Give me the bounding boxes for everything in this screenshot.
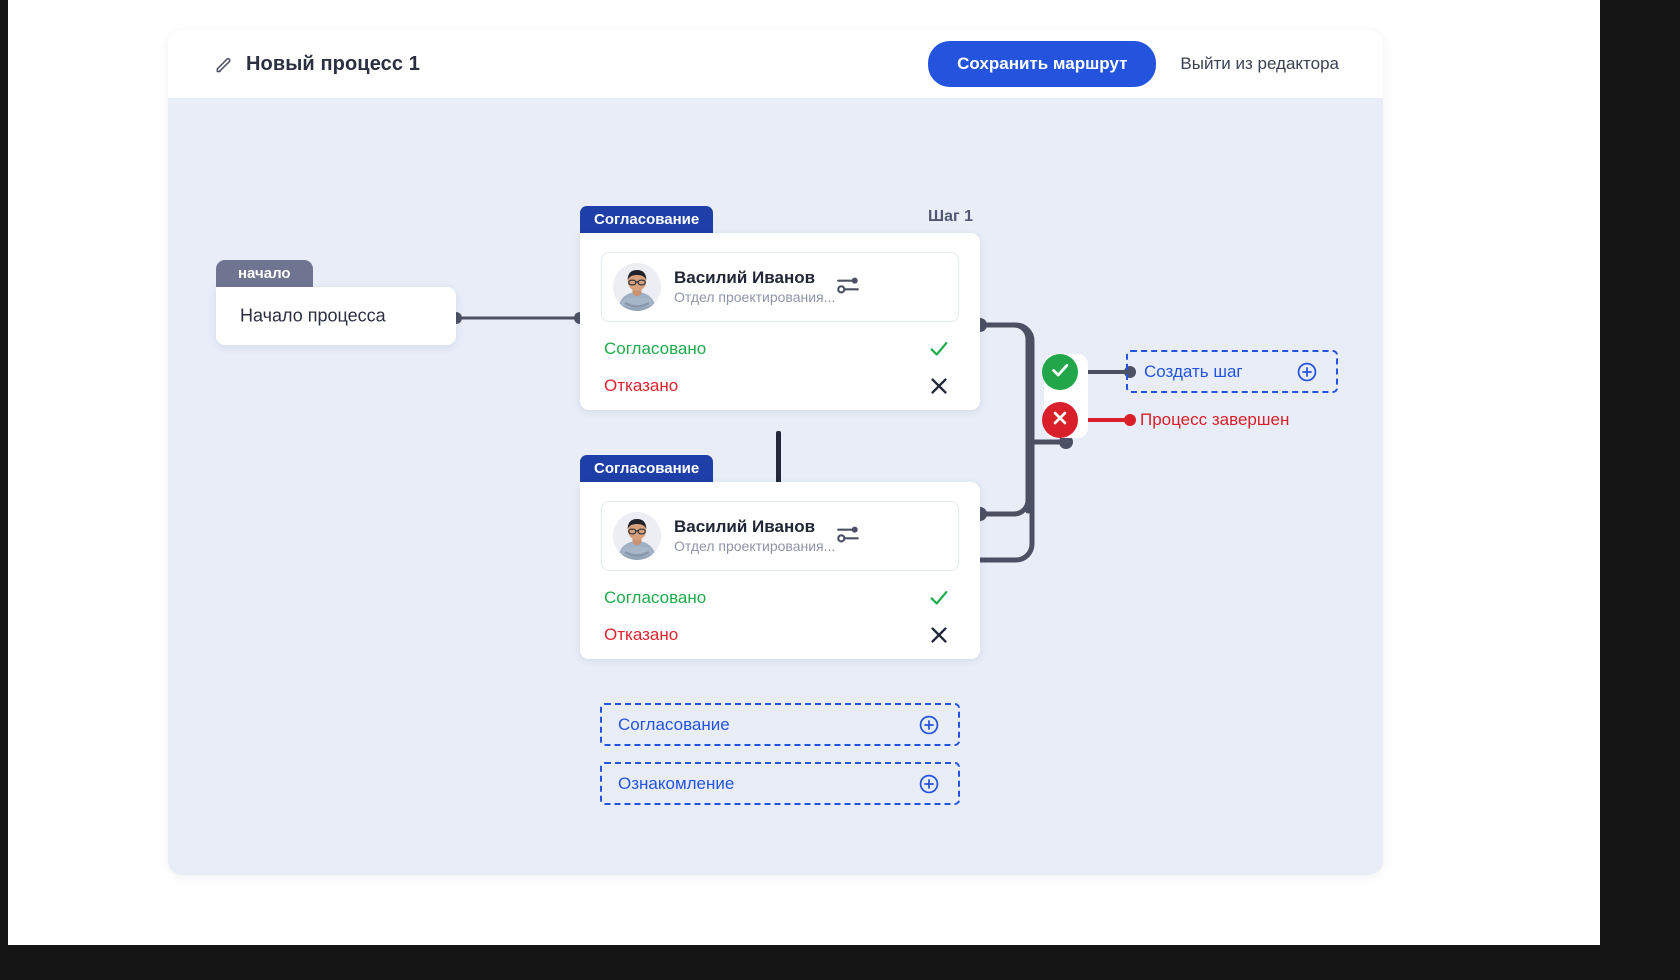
node-start-tab: начало xyxy=(216,260,313,287)
node-start-title: Начало процесса xyxy=(240,305,386,326)
branch-rejected-badge[interactable] xyxy=(1042,402,1078,438)
branch-bracket xyxy=(980,322,1035,563)
node-approval-1-card[interactable]: Василий Иванов Отдел проектирования... xyxy=(580,233,980,410)
process-editor-window: Новый процесс 1 Сохранить маршрут Выйти … xyxy=(168,30,1383,875)
outcome-approved[interactable]: Согласовано xyxy=(604,583,956,613)
page-frame-right xyxy=(1600,0,1680,980)
cross-icon xyxy=(928,375,950,397)
approver-info: Василий Иванов Отдел проектирования... xyxy=(674,516,835,556)
approver-department: Отдел проектирования... xyxy=(674,538,836,555)
sliders-icon[interactable] xyxy=(835,521,879,552)
cross-circle-icon xyxy=(1050,408,1070,433)
node-approval-2-card[interactable]: Василий Иванов Отдел проектирования... xyxy=(580,482,980,659)
outcome-rejected[interactable]: Отказано xyxy=(604,620,956,650)
plus-circle-icon[interactable] xyxy=(918,773,940,795)
page-frame-left xyxy=(0,0,8,980)
check-circle-icon xyxy=(1049,359,1071,386)
step-label: Шаг 1 xyxy=(928,208,973,225)
header-actions: Сохранить маршрут Выйти из редактора xyxy=(928,41,1341,87)
outcome-rejected-label: Отказано xyxy=(604,625,679,644)
pencil-icon[interactable] xyxy=(214,54,234,74)
outcome-rejected[interactable]: Отказано xyxy=(604,371,956,401)
page-title: Новый процесс 1 xyxy=(246,52,420,75)
node-start-card[interactable]: Начало процесса xyxy=(216,287,456,345)
outcome-rejected-label: Отказано xyxy=(604,376,679,395)
node-approval-2-tab: Согласование xyxy=(580,455,714,482)
editor-header: Новый процесс 1 Сохранить маршрут Выйти … xyxy=(168,30,1383,98)
approver-row[interactable]: Василий Иванов Отдел проектирования... xyxy=(601,252,959,322)
add-step-soglasovanie[interactable]: Согласование xyxy=(600,703,960,746)
node-group-separator xyxy=(776,431,781,493)
approver-info: Василий Иванов Отдел проектирования... xyxy=(674,267,835,307)
save-route-button[interactable]: Сохранить маршрут xyxy=(928,41,1157,87)
avatar xyxy=(613,263,661,311)
node-approval-1-tab: Согласование xyxy=(580,206,714,233)
process-title-group[interactable]: Новый процесс 1 xyxy=(214,53,420,76)
approver-name: Василий Иванов xyxy=(674,516,816,536)
add-step-oznakomlenie[interactable]: Ознакомление xyxy=(600,762,960,805)
add-step-label: Ознакомление xyxy=(618,773,735,793)
approver-name: Василий Иванов xyxy=(674,267,816,287)
page-frame-bottom xyxy=(0,945,1680,980)
create-step-label: Создать шаг xyxy=(1144,361,1243,381)
branch-approved-badge[interactable] xyxy=(1042,354,1078,390)
outcome-approved-label: Согласовано xyxy=(604,339,707,358)
plus-circle-icon[interactable] xyxy=(918,714,940,736)
plus-circle-icon[interactable] xyxy=(1296,361,1318,383)
process-canvas[interactable]: Шаг 1 начало Начало процесса Согласовани… xyxy=(168,98,1383,875)
approver-row[interactable]: Василий Иванов Отдел проектирования... xyxy=(601,501,959,571)
outcome-approved-label: Согласовано xyxy=(604,588,707,607)
sliders-icon[interactable] xyxy=(835,272,879,303)
approver-department: Отдел проектирования... xyxy=(674,289,836,306)
create-step-box[interactable]: Создать шаг xyxy=(1126,350,1338,393)
outcome-approved[interactable]: Согласовано xyxy=(604,334,956,364)
check-icon xyxy=(928,338,950,360)
process-finished-label: Процесс завершен xyxy=(1140,410,1290,429)
add-step-label: Согласование xyxy=(618,714,730,734)
check-icon xyxy=(928,587,950,609)
avatar xyxy=(613,512,661,560)
exit-editor-button[interactable]: Выйти из редактора xyxy=(1178,48,1341,80)
cross-icon xyxy=(928,624,950,646)
